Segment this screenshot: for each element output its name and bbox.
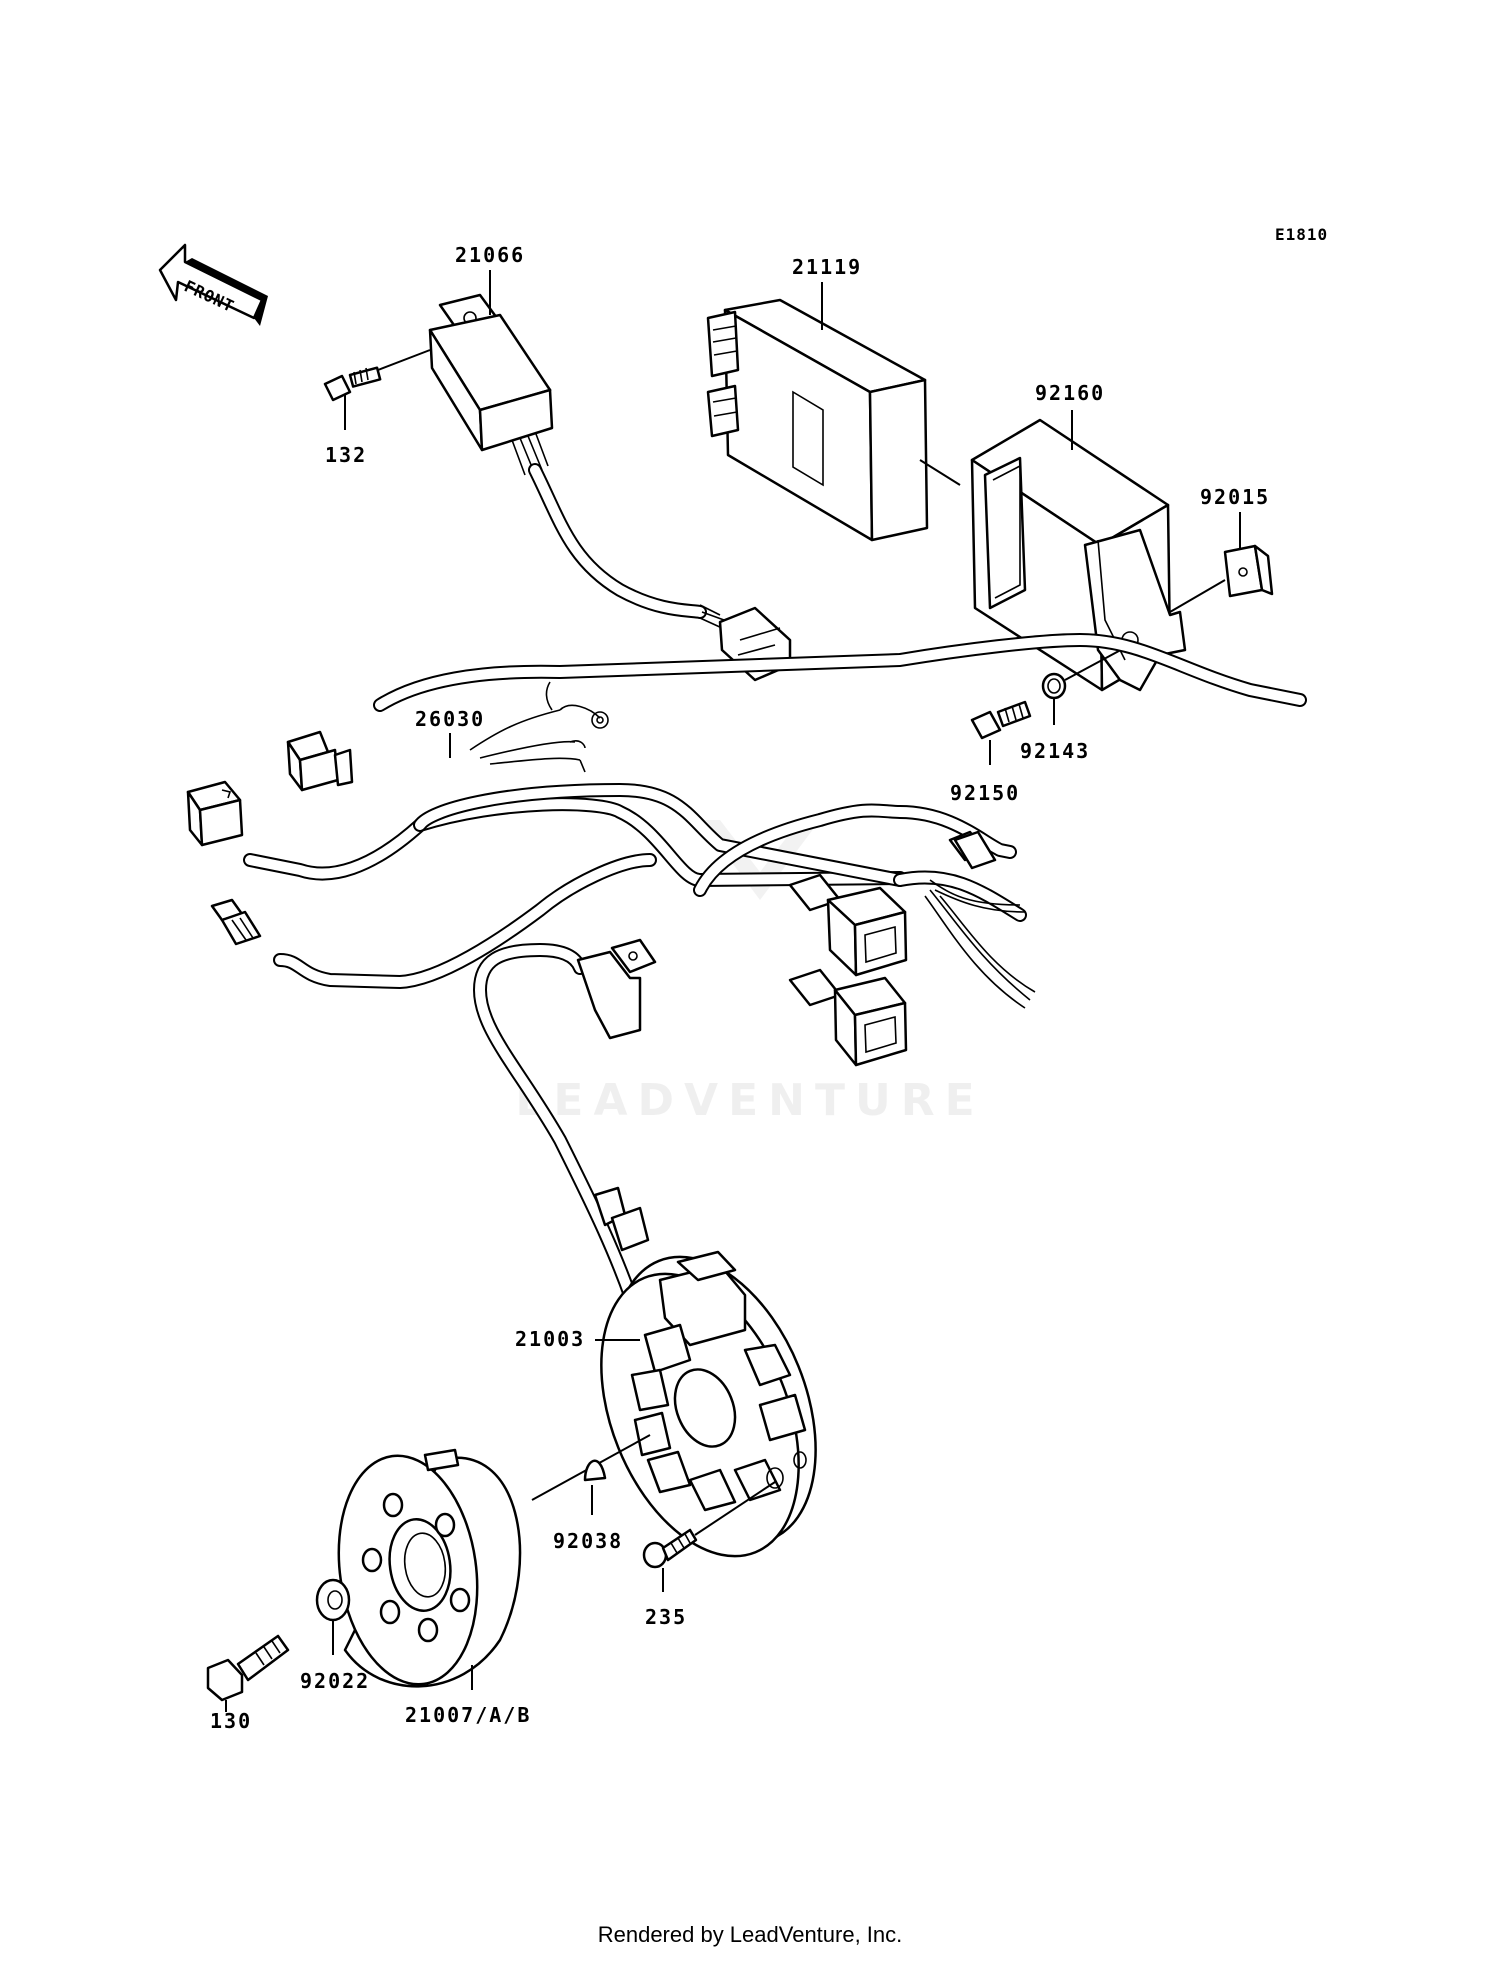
part-21119-ecu — [706, 298, 929, 542]
label-92015: 92015 — [1200, 485, 1270, 509]
washer-92022 — [315, 1578, 351, 1622]
label-21007: 21007/A/B — [405, 1703, 531, 1727]
footer-credit: Rendered by LeadVenture, Inc. — [597, 1922, 903, 1947]
harness-connector-large-1 — [788, 873, 908, 977]
label-130: 130 — [210, 1709, 252, 1733]
harness-connector-left — [186, 780, 244, 847]
label-26030: 26030 — [415, 707, 485, 731]
label-92150: 92150 — [950, 781, 1020, 805]
part-21007-rotor — [337, 1448, 522, 1688]
label-21003: 21003 — [515, 1327, 585, 1351]
part-21066-unit — [428, 293, 792, 682]
part-21003-stator — [473, 938, 817, 1558]
harness-connector-small — [210, 898, 262, 946]
harness-connector-top — [286, 730, 354, 792]
label-21066: 21066 — [455, 243, 525, 267]
front-arrow-icon: FRONT — [158, 243, 268, 326]
bolt-130 — [206, 1634, 290, 1702]
clip-92015 — [1223, 544, 1274, 598]
bolt-92150 — [970, 700, 1032, 740]
collar-92143 — [1041, 672, 1067, 700]
label-92038: 92038 — [553, 1529, 623, 1553]
label-132: 132 — [325, 443, 367, 467]
key-92038 — [583, 1459, 607, 1482]
screw-235 — [642, 1528, 698, 1569]
watermark-text: LEADVENTURE — [515, 1075, 984, 1126]
label-92160: 92160 — [1035, 381, 1105, 405]
label-21119: 21119 — [792, 255, 862, 279]
harness-connector-large-2 — [788, 968, 908, 1067]
label-92022: 92022 — [300, 1669, 370, 1693]
label-235: 235 — [645, 1605, 687, 1629]
part-26030-harness — [243, 633, 1307, 1009]
label-92143: 92143 — [1020, 739, 1090, 763]
bolt-132 — [323, 366, 382, 402]
harness-connector-right — [948, 830, 997, 870]
diagram-code: E1810 — [1275, 225, 1328, 244]
